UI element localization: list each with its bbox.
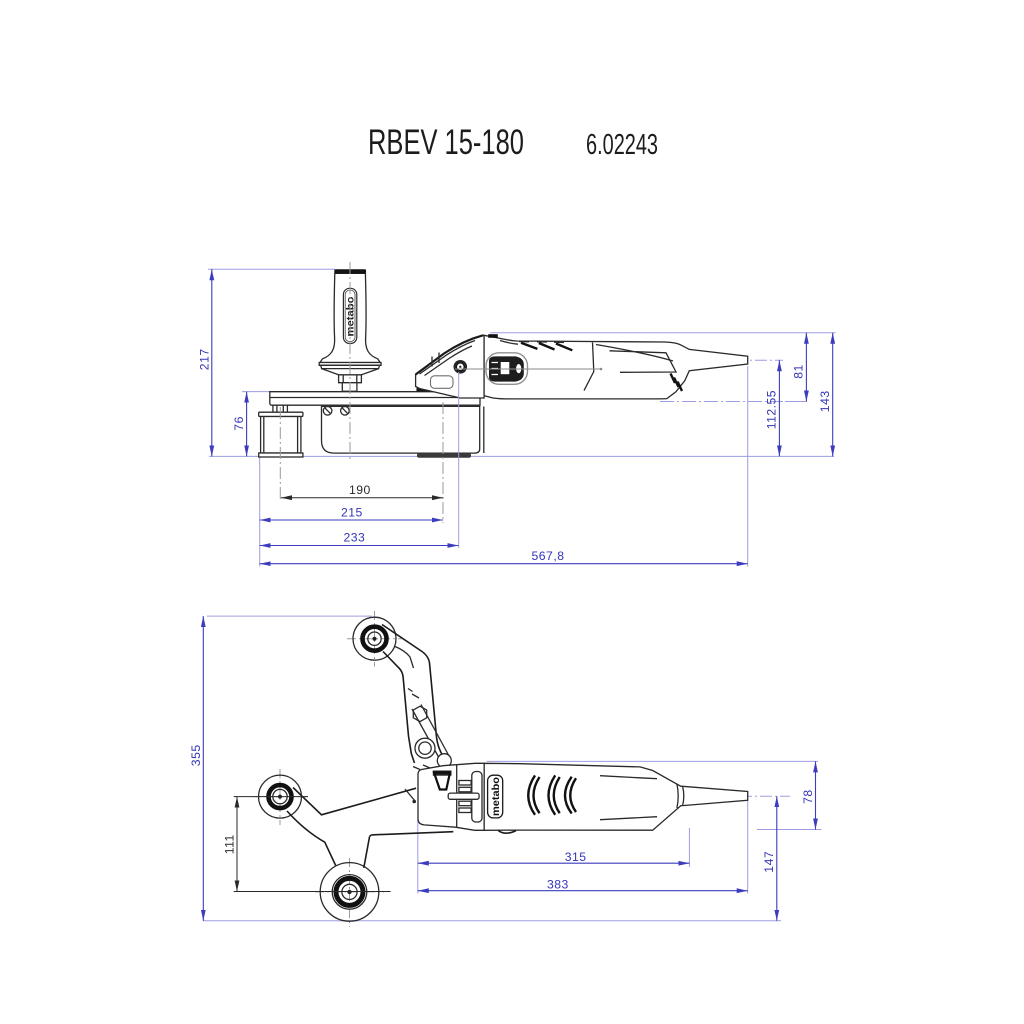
svg-text:112.55: 112.55 (764, 390, 778, 429)
svg-text:metabo: metabo (491, 777, 502, 816)
svg-text:metabo: metabo (345, 297, 356, 337)
svg-text:147: 147 (762, 851, 776, 873)
svg-text:315: 315 (565, 850, 587, 864)
svg-text:143: 143 (818, 390, 832, 412)
svg-text:215: 215 (341, 505, 363, 519)
svg-text:567,8: 567,8 (532, 549, 565, 563)
svg-text:81: 81 (791, 364, 805, 379)
svg-text:6.02243: 6.02243 (586, 129, 658, 161)
svg-text:190: 190 (349, 483, 371, 497)
svg-text:233: 233 (344, 531, 366, 545)
svg-text:RBEV 15-180: RBEV 15-180 (368, 122, 524, 162)
svg-text:383: 383 (547, 877, 569, 891)
svg-text:78: 78 (801, 789, 815, 804)
svg-text:217: 217 (197, 348, 211, 370)
svg-text:76: 76 (232, 416, 246, 431)
svg-text:111: 111 (222, 834, 236, 854)
svg-text:355: 355 (189, 744, 203, 766)
